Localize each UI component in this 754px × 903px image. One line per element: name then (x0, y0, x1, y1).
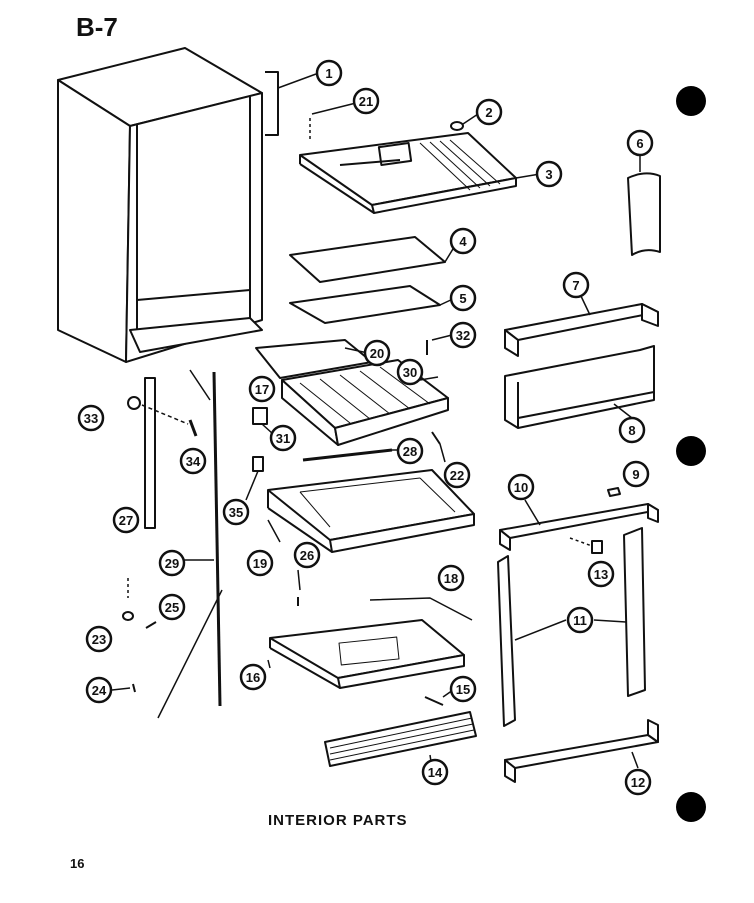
callout-number: 21 (359, 94, 373, 109)
callout-number: 13 (594, 567, 608, 582)
part-35-socket (252, 456, 264, 472)
part-16-tray (267, 619, 465, 689)
callout-19: 19 (246, 549, 274, 577)
callout-15: 15 (449, 675, 477, 703)
callout-number: 8 (628, 423, 635, 438)
callout-number: 34 (186, 454, 201, 469)
callout-number: 33 (84, 411, 98, 426)
callout-16: 16 (239, 663, 267, 691)
callout-25: 25 (158, 593, 186, 621)
callout-34: 34 (179, 447, 207, 475)
callout-number: 14 (428, 765, 443, 780)
callout-number: 31 (276, 431, 290, 446)
callout-21: 21 (352, 87, 380, 115)
callout-number: 20 (370, 346, 384, 361)
callout-35: 35 (222, 498, 250, 526)
part-27-strip (144, 377, 156, 529)
part-3-top-cover (299, 132, 541, 214)
callout-3: 3 (535, 160, 563, 188)
callout-number: 35 (229, 505, 243, 520)
part-11-left-rail (497, 555, 516, 727)
figure-caption: INTERIOR PARTS (268, 812, 408, 829)
callout-markers: 1234567891011121314151617181920212223242… (77, 59, 654, 796)
callout-11: 11 (566, 606, 594, 634)
page-number: 16 (70, 856, 85, 871)
part-19-freezer-frame (267, 469, 475, 553)
callout-29: 29 (158, 549, 186, 577)
callout-number: 5 (459, 291, 466, 306)
part-7-upper-bin (504, 293, 659, 357)
callout-31: 31 (269, 424, 297, 452)
callout-number: 15 (456, 682, 470, 697)
callout-number: 25 (165, 600, 179, 615)
callout-number: 19 (253, 556, 267, 571)
callout-number: 27 (119, 513, 133, 528)
callout-5: 5 (449, 284, 477, 312)
callout-26: 26 (293, 541, 321, 569)
callout-12: 12 (624, 768, 652, 796)
callout-6: 6 (626, 129, 654, 157)
part-2-screw (450, 121, 464, 131)
page-code: B-7 (76, 12, 118, 42)
callout-18: 18 (437, 564, 465, 592)
callout-number: 12 (631, 775, 645, 790)
callout-number: 30 (403, 365, 417, 380)
callout-number: 6 (636, 136, 643, 151)
callout-32: 32 (449, 321, 477, 349)
callout-number: 9 (632, 467, 639, 482)
part-14-grille (324, 711, 477, 769)
part-1-bracket (265, 71, 317, 136)
part-12-bottom-rail (504, 719, 659, 783)
callout-8: 8 (618, 416, 646, 444)
part-8-lower-bin (504, 345, 655, 429)
callout-number: 3 (545, 167, 552, 182)
cabinet-shell (57, 47, 263, 363)
callout-24: 24 (85, 676, 113, 704)
callout-number: 22 (450, 468, 464, 483)
callout-number: 32 (456, 328, 470, 343)
part-6-bin-front (627, 172, 661, 256)
part-5-panel (289, 285, 441, 324)
callout-7: 7 (562, 271, 590, 299)
callout-number: 1 (325, 66, 332, 81)
callout-number: 17 (255, 382, 269, 397)
callout-14: 14 (421, 758, 449, 786)
callout-4: 4 (449, 227, 477, 255)
callout-number: 18 (444, 571, 458, 586)
callout-17: 17 (248, 375, 276, 403)
callout-number: 2 (485, 105, 492, 120)
callout-22: 22 (443, 461, 471, 489)
callout-20: 20 (363, 339, 391, 367)
callout-number: 10 (514, 480, 528, 495)
callout-28: 28 (396, 437, 424, 465)
callout-number: 23 (92, 632, 106, 647)
callout-23: 23 (85, 625, 113, 653)
callout-2: 2 (475, 98, 503, 126)
callout-27: 27 (112, 506, 140, 534)
callout-number: 7 (572, 278, 579, 293)
callout-1: 1 (315, 59, 343, 87)
part-10-top-rail (499, 499, 659, 551)
callout-number: 16 (246, 670, 260, 685)
part-31-thermostat (252, 407, 268, 425)
callout-10: 10 (507, 473, 535, 501)
callout-number: 28 (403, 444, 417, 459)
part-4-insulation (289, 236, 446, 283)
callout-number: 11 (573, 613, 587, 628)
callout-13: 13 (587, 560, 615, 588)
part-11-right-rail (623, 527, 646, 697)
callout-9: 9 (622, 460, 650, 488)
callout-number: 26 (300, 548, 314, 563)
binder-hole-bottom (676, 792, 706, 822)
callout-number: 29 (165, 556, 179, 571)
binder-hole-top (676, 86, 706, 116)
callout-30: 30 (396, 358, 424, 386)
part-29-rod (212, 371, 222, 707)
callout-33: 33 (77, 404, 105, 432)
callout-number: 4 (459, 234, 467, 249)
callout-number: 24 (92, 683, 107, 698)
binder-hole-middle (676, 436, 706, 466)
